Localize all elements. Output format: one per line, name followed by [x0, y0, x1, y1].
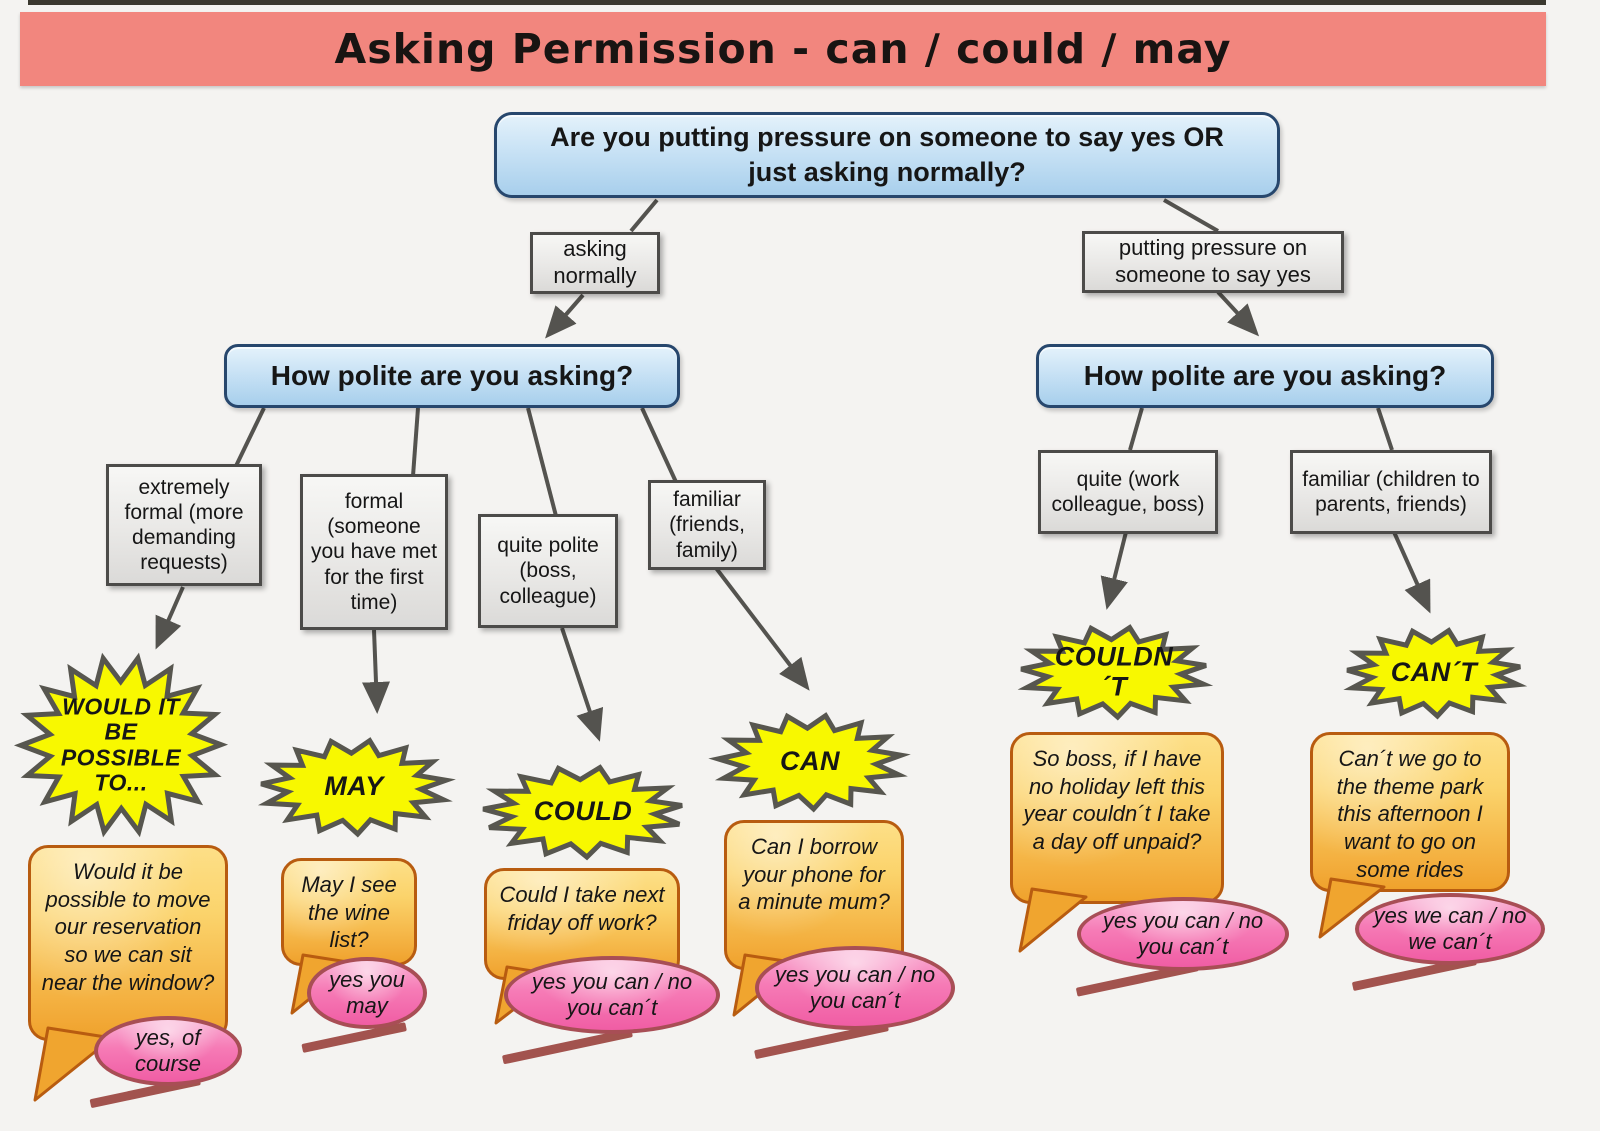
modal-label: CAN	[779, 746, 840, 777]
starburst-shape	[708, 712, 911, 813]
politeness-question-left: How polite are you asking?	[224, 344, 680, 408]
starburst-could: COULD	[478, 762, 688, 862]
category-box-familiar: familiar (friends, family)	[648, 480, 766, 570]
modal-label: CAN´T	[1390, 657, 1478, 688]
response-text: yes you may	[329, 966, 405, 1018]
starburst-would-it-be-possible-to: WOULD IT BE POSSIBLE TO...	[13, 652, 229, 838]
starburst-may: MAY	[256, 735, 456, 839]
starburst-shape	[1343, 627, 1528, 720]
example-bubble-couldnt: So boss, if I have no holiday left this …	[1010, 732, 1224, 904]
example-text: May I see the wine list?	[301, 872, 397, 953]
modal-label: COULDN´T	[1054, 641, 1174, 701]
response-oval-may: yes you may	[307, 957, 427, 1029]
response-text: yes you can / no you can´t	[774, 961, 936, 1013]
starburst-cant: CAN´T	[1342, 625, 1528, 721]
response-text: yes, of course	[134, 1024, 202, 1076]
example-bubble-may: May I see the wine list?	[281, 858, 417, 966]
response-text: yes you can / no you can´t	[531, 968, 693, 1020]
bubble-tail	[1318, 877, 1386, 939]
bubble-tail	[1018, 887, 1088, 953]
top-border-strip	[28, 0, 1546, 5]
politeness-question-right: How polite are you asking?	[1036, 344, 1494, 408]
branch-label-putting-pressure: putting pressure on someone to say yes	[1082, 231, 1344, 293]
modal-label: COULD	[533, 796, 633, 827]
category-box-quite-work: quite (work colleague, boss)	[1038, 450, 1218, 534]
response-oval-cant: yes we can / no we can´t	[1355, 893, 1545, 965]
title-bar: Asking Permission - can / could / may	[20, 12, 1546, 86]
category-text: quite polite (boss, colleague)	[497, 534, 599, 608]
example-bubble-cant: Can´t we go to the theme park this after…	[1310, 732, 1510, 892]
example-bubble-could: Could I take next friday off work?	[484, 868, 680, 980]
response-text: yes you can / no you can´t	[1102, 907, 1264, 959]
page-title: Asking Permission - can / could / may	[334, 25, 1232, 73]
starburst-shape	[13, 652, 229, 838]
category-box-familiar-children: familiar (children to parents, friends)	[1290, 450, 1492, 534]
example-text: Could I take next friday off work?	[499, 882, 665, 935]
category-text: formal (someone you have met for the fir…	[310, 490, 438, 614]
branch-label-asking-normally: asking normally	[530, 232, 660, 294]
category-text: extremely formal (more demanding request…	[124, 475, 244, 575]
modal-label: MAY	[324, 771, 384, 802]
category-box-formal: formal (someone you have met for the fir…	[300, 474, 448, 630]
starburst-couldnt: COULDN´T	[1016, 622, 1214, 722]
category-box-quite-polite: quite polite (boss, colleague)	[478, 514, 618, 628]
bubble-tail	[33, 1026, 114, 1102]
politeness-question-text: How polite are you asking?	[270, 360, 634, 391]
starburst-can: CAN	[708, 710, 911, 814]
branch-label-text: putting pressure on someone to say yes	[1115, 235, 1311, 287]
example-text: So boss, if I have no holiday left this …	[1023, 746, 1211, 855]
example-bubble-would: Would it be possible to move our reserva…	[28, 845, 228, 1041]
response-text: yes we can / no we can´t	[1373, 902, 1527, 954]
response-oval-would: yes, of course	[94, 1016, 242, 1086]
response-oval-couldnt: yes you can / no you can´t	[1077, 897, 1289, 971]
root-question-box: Are you putting pressure on someone to s…	[494, 112, 1280, 198]
politeness-question-text: How polite are you asking?	[1083, 360, 1447, 391]
category-text: familiar (friends, family)	[669, 488, 745, 562]
example-text: Would it be possible to move our reserva…	[41, 859, 215, 995]
branch-label-text: asking normally	[553, 236, 637, 288]
response-oval-could: yes you can / no you can´t	[504, 956, 720, 1034]
category-text: familiar (children to parents, friends)	[1302, 467, 1480, 516]
example-text: Can I borrow your phone for a minute mum…	[738, 834, 890, 915]
starburst-shape	[482, 764, 683, 861]
response-oval-can: yes you can / no you can´t	[755, 946, 955, 1030]
root-question-text: Are you putting pressure on someone to s…	[550, 121, 1224, 187]
modal-label: WOULD IT BE POSSIBLE TO...	[60, 693, 182, 796]
example-bubble-can: Can I borrow your phone for a minute mum…	[724, 820, 904, 970]
starburst-shape	[257, 737, 456, 838]
starburst-shape	[1017, 624, 1214, 721]
category-text: quite (work colleague, boss)	[1051, 467, 1205, 516]
category-box-extremely-formal: extremely formal (more demanding request…	[106, 464, 262, 586]
example-text: Can´t we go to the theme park this after…	[1336, 746, 1484, 882]
